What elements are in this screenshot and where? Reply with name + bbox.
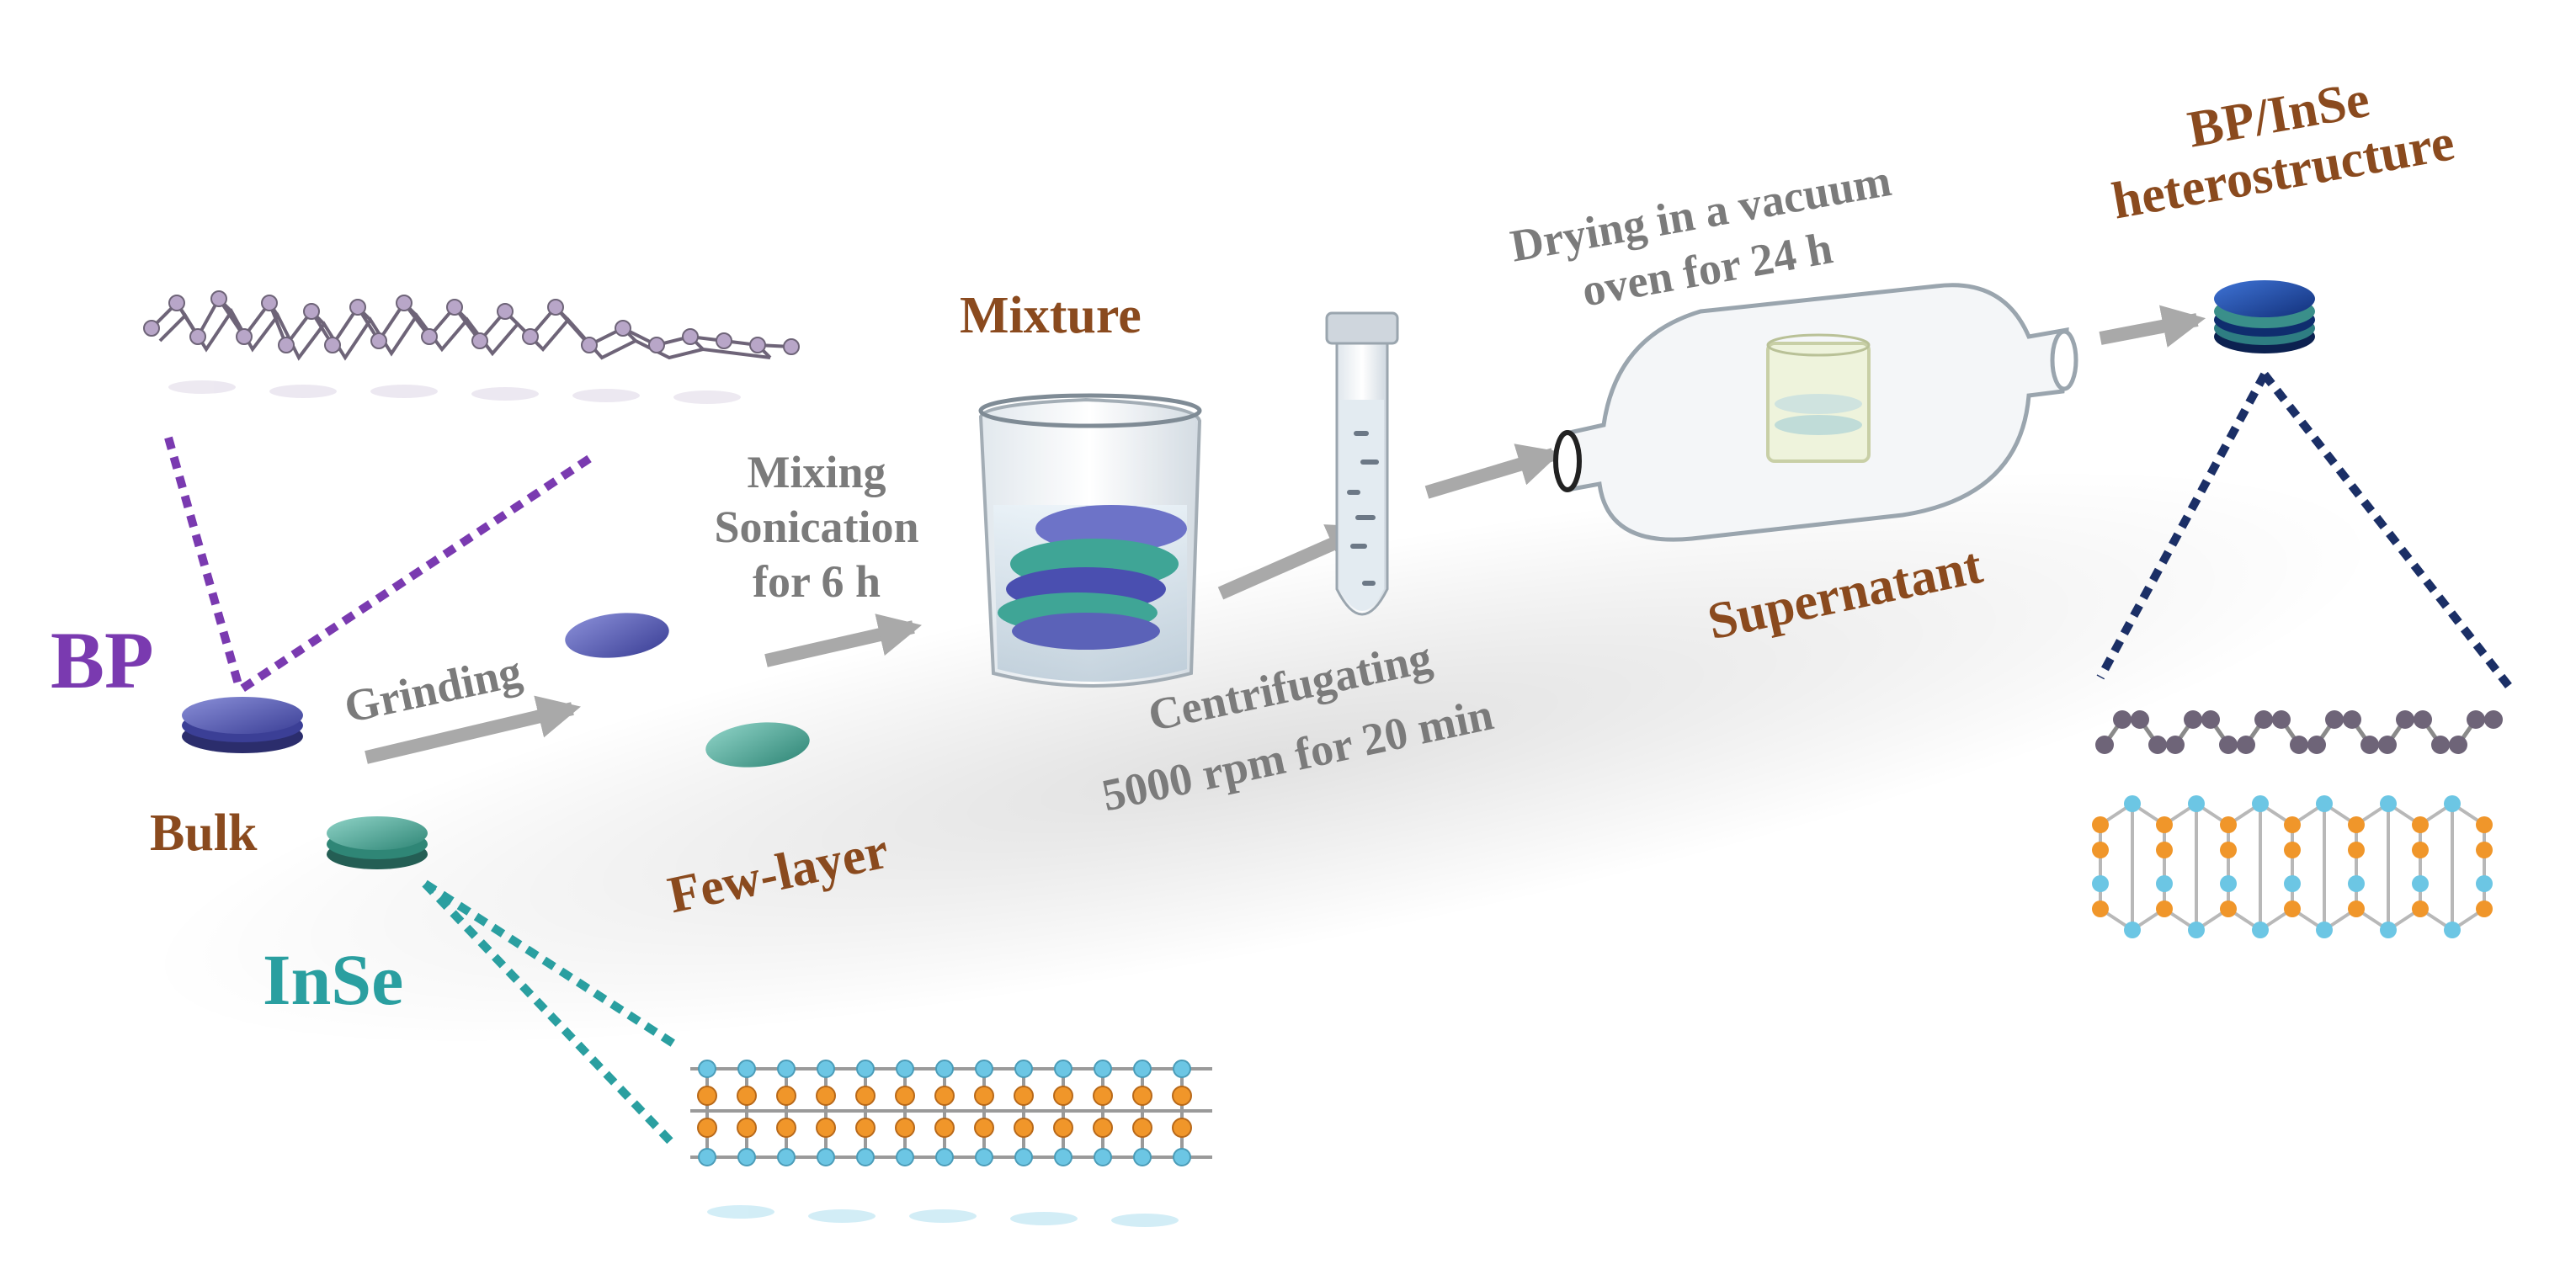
label-mixing-line2: Sonication — [714, 502, 919, 552]
grinding-arrow — [365, 695, 581, 764]
bp-crystal-structure — [143, 290, 800, 404]
heterostructure-zoom-lines — [2096, 371, 2512, 689]
label-bulk: Bulk — [150, 805, 258, 862]
label-bp: BP — [51, 615, 154, 705]
label-mixing-line3: for 6 h — [752, 556, 881, 607]
vacuum-oven — [1553, 283, 2078, 542]
bp-bulk-disc — [182, 697, 303, 753]
inse-zoom-lines — [422, 879, 677, 1148]
label-mixing-line1: Mixing — [747, 447, 886, 497]
heterostructure-bp-layer — [2095, 710, 2503, 754]
centrifuge-tube — [1325, 311, 1399, 616]
label-inse: InSe — [263, 939, 404, 1020]
heterostructure-disc — [2214, 280, 2315, 353]
tube-to-oven-arrow — [1424, 444, 1562, 499]
mixing-arrow — [764, 614, 922, 667]
heterostructure-inse-layer — [2092, 795, 2493, 938]
oven-to-product-arrow — [2099, 305, 2206, 348]
few-layer-inse-flake — [705, 722, 810, 768]
bp-zoom-lines — [164, 436, 592, 694]
few-layer-bp-flake — [565, 613, 669, 658]
mixture-beaker — [978, 393, 1202, 688]
label-mixture: Mixture — [960, 287, 1142, 344]
inse-bulk-disc — [327, 816, 428, 869]
ground-shadow — [146, 469, 2379, 1046]
inse-crystal-structure — [690, 1060, 1212, 1227]
